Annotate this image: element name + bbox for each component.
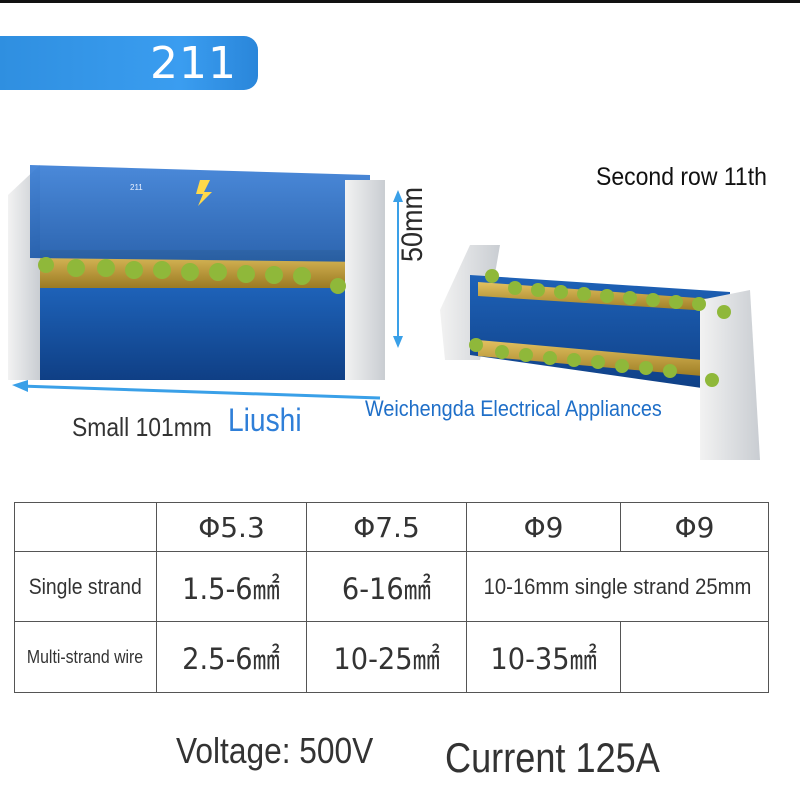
table-row-label-cell: Single strand	[14, 551, 157, 622]
brand-watermark-liushi: Liushi	[228, 402, 302, 438]
table-cell: 1.5-6㎟	[156, 551, 307, 622]
lightning-icon	[196, 180, 212, 206]
small-right-end-cap	[700, 290, 760, 460]
product-photo: 211	[8, 165, 760, 460]
blue-base	[40, 288, 370, 380]
current-rating: Current 125A	[445, 734, 660, 781]
row-label-single-strand: Single strand	[28, 573, 142, 599]
table-header-cell: Φ7.5	[306, 502, 467, 552]
table-row-label-cell: Multi-strand wire	[14, 621, 157, 693]
table-header-cell: Φ9	[466, 502, 621, 552]
cell-value: 1.5-6㎟	[182, 571, 281, 606]
large-terminal-block: 211	[8, 165, 385, 380]
table-header-cell: Φ9	[620, 502, 769, 552]
table-row: Single strand 1.5-6㎟ 6-16㎟ 10-16mm singl…	[14, 551, 769, 622]
table-row: Multi-strand wire 2.5-6㎟ 10-25㎟ 10-35㎟	[14, 621, 769, 693]
model-number-badge: 211	[0, 36, 258, 90]
length-dimension-label: Small 101mm	[72, 412, 212, 442]
row-label-multi-strand: Multi-strand wire	[27, 646, 144, 667]
table-cell: 2.5-6㎟	[156, 621, 307, 693]
table-cell-merged: 10-16mm single strand 25mm	[466, 551, 769, 622]
table-cell: 10-35㎟	[466, 621, 621, 693]
blue-cover	[30, 165, 370, 262]
cell-value: 2.5-6㎟	[182, 642, 281, 676]
cell-value: 10-35㎟	[490, 642, 597, 676]
product-model-print: 211	[130, 183, 143, 192]
second-row-label: Second row 11th	[596, 163, 767, 191]
table-cell	[620, 621, 769, 693]
arrow-up-icon	[393, 190, 403, 202]
arrow-down-icon	[393, 336, 403, 348]
dimension-arrows	[12, 190, 403, 400]
table-header-row: Φ5.3 Φ7.5 Φ9 Φ9	[14, 502, 769, 552]
cell-value: 10-25㎟	[333, 642, 440, 676]
voltage-rating: Voltage: 500V	[176, 730, 374, 771]
cell-value: 10-16mm single strand 25mm	[483, 573, 752, 599]
model-number-text: 211	[150, 38, 237, 89]
cell-value: 6-16㎟	[341, 571, 432, 606]
height-dimension-label: 50mm	[396, 186, 429, 262]
right-end-cap	[345, 180, 385, 380]
brand-watermark-weichengda: Weichengda Electrical Appliances	[365, 396, 662, 421]
small-terminal-block	[440, 245, 760, 460]
screw-row-bottom	[469, 338, 719, 387]
table-cell: 6-16㎟	[306, 551, 467, 622]
screw-row-top	[485, 269, 731, 319]
screw-row-large	[38, 257, 346, 294]
table-cell: 10-25㎟	[306, 621, 467, 693]
top-border-rule	[0, 0, 800, 3]
arrow-left-icon	[12, 380, 28, 392]
table-header-cell	[14, 502, 157, 552]
table-header-cell: Φ5.3	[156, 502, 307, 552]
wire-spec-table: Φ5.3 Φ7.5 Φ9 Φ9 Single strand 1.5-6㎟ 6-1…	[14, 502, 769, 693]
